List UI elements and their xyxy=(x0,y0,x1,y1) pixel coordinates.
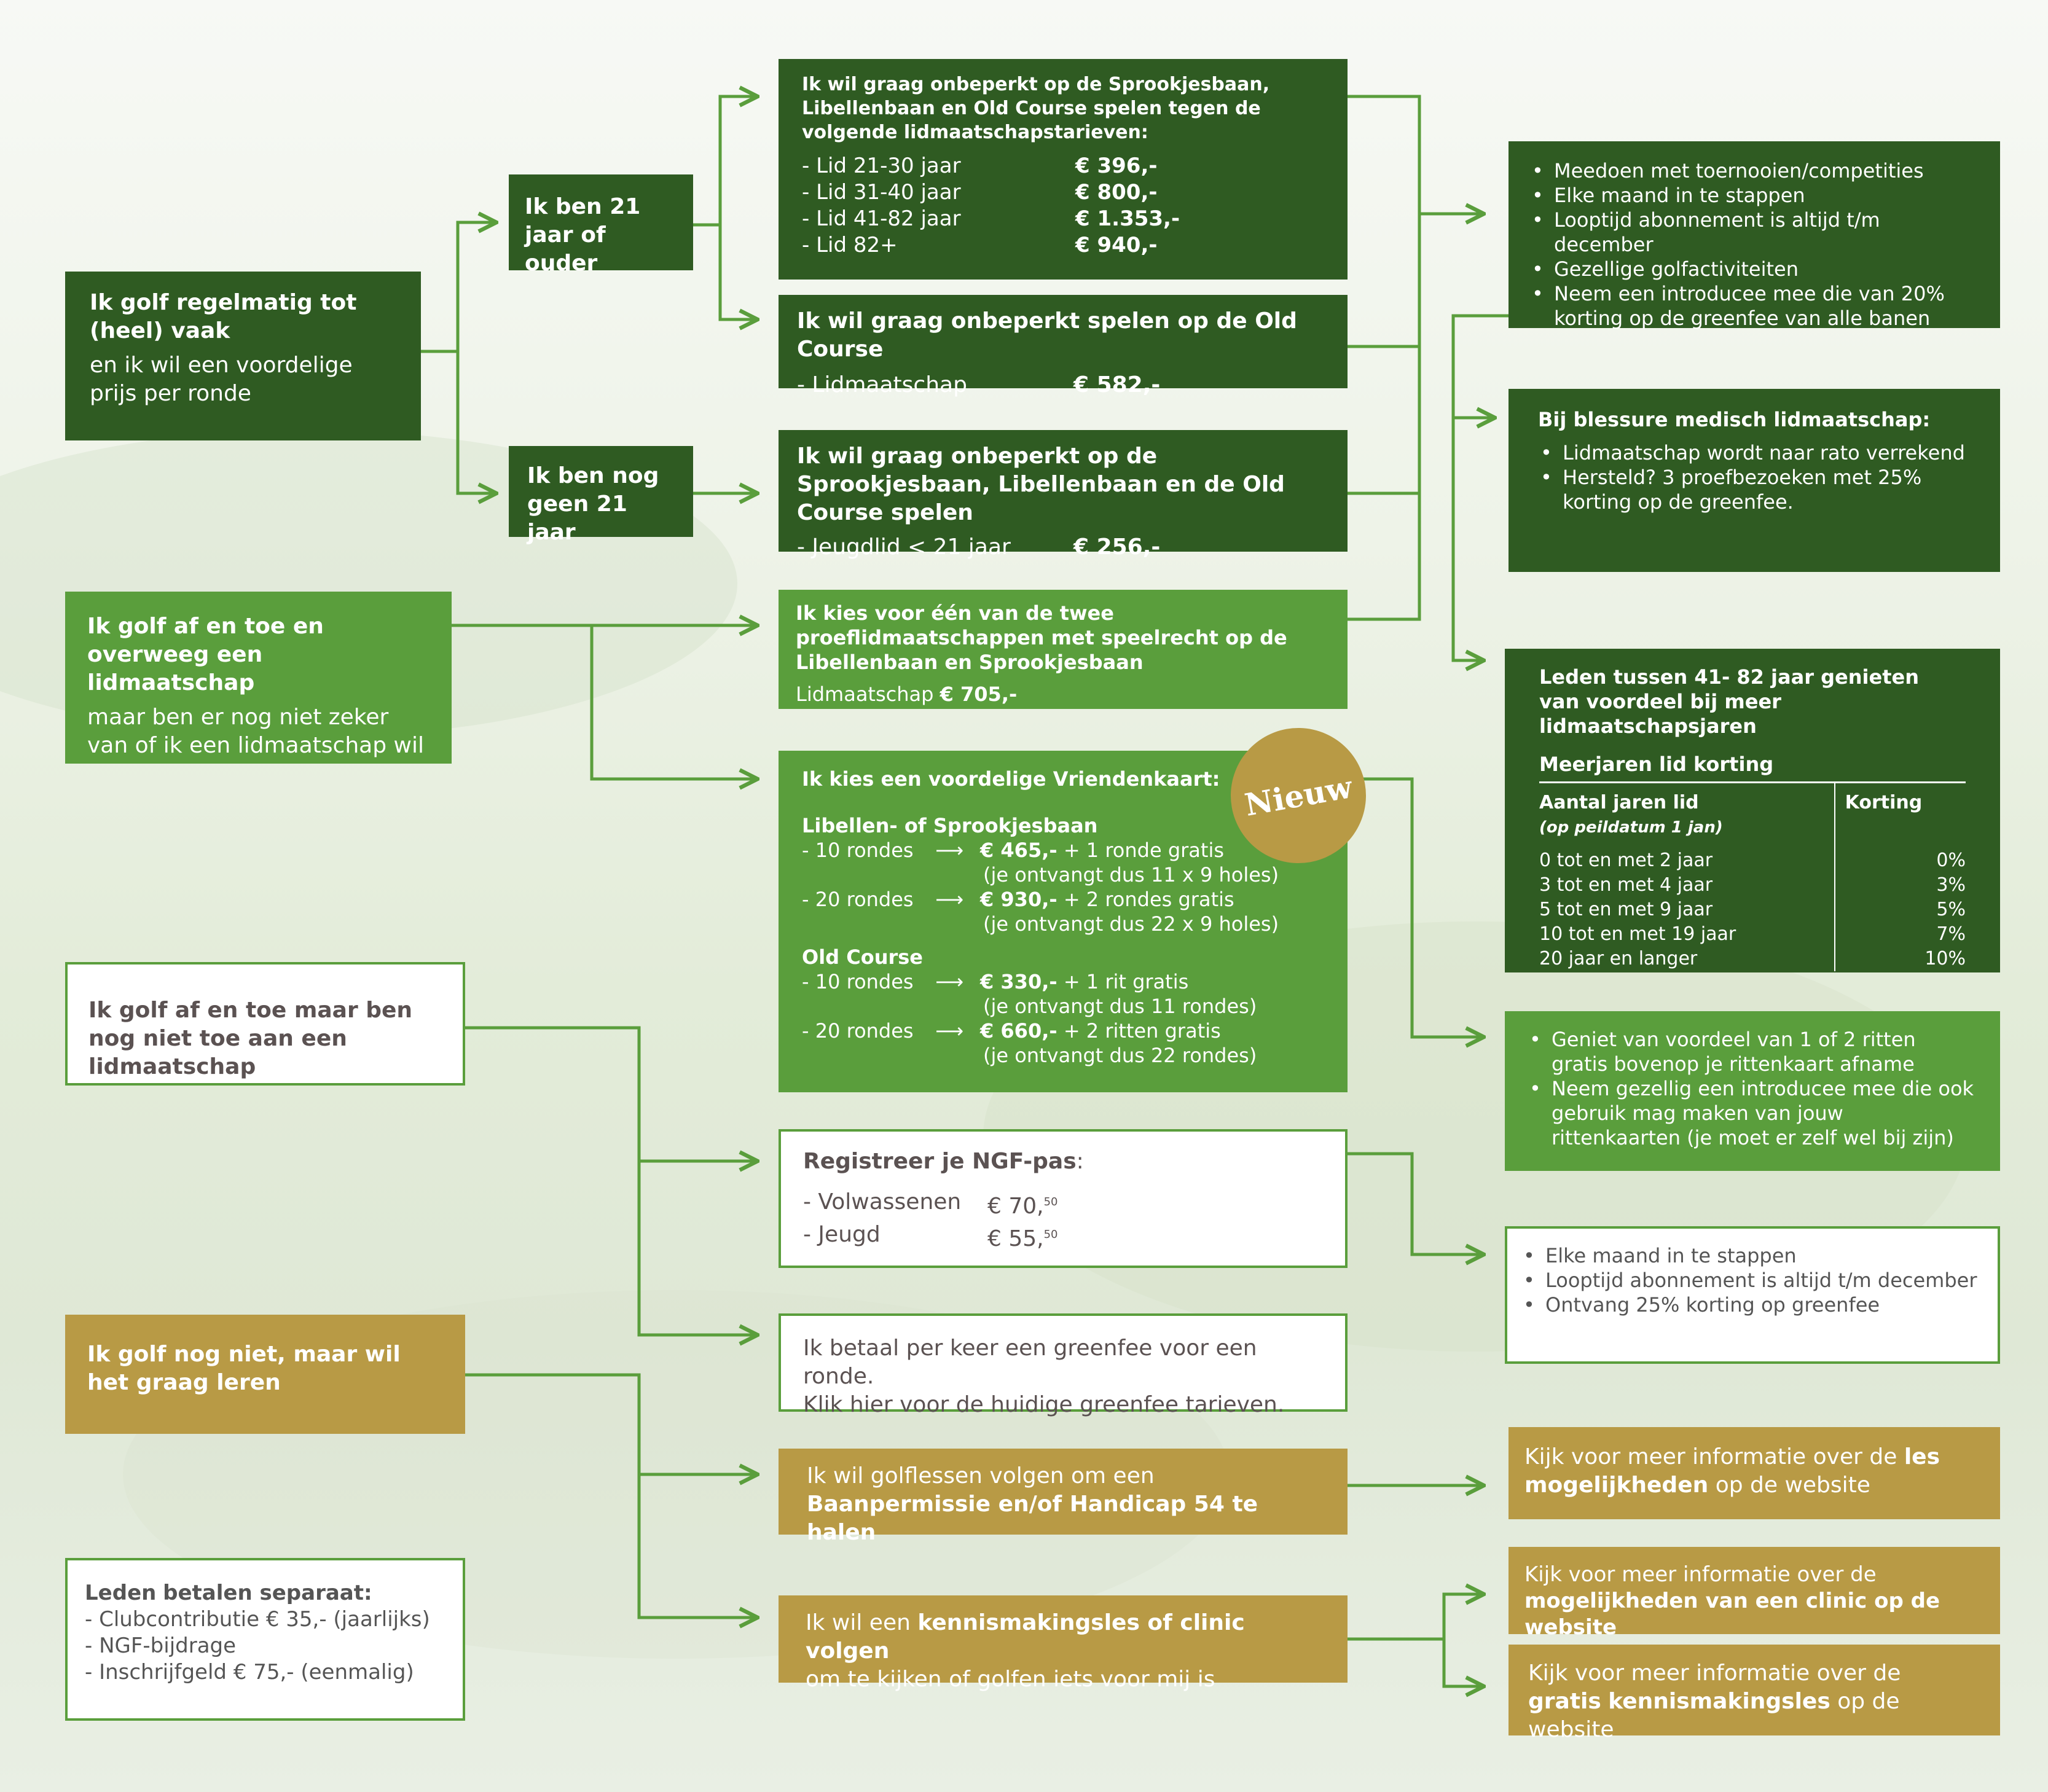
table-row: 20 jaar en langer xyxy=(1539,948,1698,969)
price-row: - Jeugdlid < 21 jaar€ 256,- xyxy=(797,534,1161,560)
ngf-benefit-item: Elke maand in te stappen xyxy=(1523,1243,1984,1268)
separate-costs-box: Leden betalen separaat: - Clubcontributi… xyxy=(65,1558,465,1721)
table-row: 0 tot en met 2 jaar xyxy=(1539,850,1713,871)
injury-box: Bij blessure medisch lidmaatschap: Lidma… xyxy=(1509,389,2000,572)
friends-note: (je ontvangt dus 22 x 9 holes) xyxy=(983,912,1279,936)
arrow-right-icon: ⟶ xyxy=(935,839,963,862)
lessons-line2: Baanpermissie en/of Handicap 54 te halen xyxy=(807,1492,1258,1545)
injury-item: Hersteld? 3 proefbezoeken met 25% kortin… xyxy=(1540,465,1971,514)
ngf-row: - Volwassenen€ 70,50 xyxy=(803,1189,1058,1219)
ngf-colon: : xyxy=(1076,1149,1084,1174)
info-lessons-link[interactable]: Kijk voor meer informatie over de les mo… xyxy=(1509,1427,2000,1519)
benefit-item: Meedoen met toernooien/competities xyxy=(1532,158,1979,183)
regular-golfer-box[interactable]: Ik golf regelmatig tot (heel) vaak en ik… xyxy=(65,272,421,440)
ngf-pass-box[interactable]: Registreer je NGF-pas: - Volwassenen€ 70… xyxy=(779,1129,1348,1268)
clinic-pre: Ik wil een xyxy=(806,1610,911,1635)
age-under-21-box[interactable]: Ik ben nog geen 21 jaar xyxy=(509,446,693,545)
not-ready-box[interactable]: Ik golf af en toe maar ben nog niet toe … xyxy=(65,962,465,1086)
trial-membership-title: Ik kies voor één van de twee proeflidmaa… xyxy=(796,601,1287,674)
full-membership-box[interactable]: Ik wil graag onbeperkt op de Sprookjesba… xyxy=(779,59,1348,280)
benefit-item: Neem een introducee mee die van 20% kort… xyxy=(1532,281,1979,331)
old-course-box[interactable]: Ik wil graag onbeperkt spelen op de Old … xyxy=(779,295,1348,397)
friends-note: (je ontvangt dus 11 x 9 holes) xyxy=(983,863,1279,886)
friends-row: - 10 rondes⟶€ 465,- + 1 ronde gratis xyxy=(802,839,1224,862)
separate-item: - Clubcontributie € 35,- (jaarlijks) xyxy=(85,1607,430,1632)
regular-golfer-title: Ik golf regelmatig tot (heel) vaak xyxy=(90,290,357,343)
separate-item: - Inschrijfgeld € 75,- (eenmalig) xyxy=(85,1660,414,1684)
full-membership-title: Ik wil graag onbeperkt op de Sprookjesba… xyxy=(802,74,1270,143)
benefit-item: Elke maand in te stappen xyxy=(1532,183,1979,208)
price-row: - Lid 21-30 jaar€ 396,- xyxy=(802,154,1158,178)
price-row: - Lid 82+€ 940,- xyxy=(802,233,1158,257)
price-row: - Lid 31-40 jaar€ 800,- xyxy=(802,180,1158,205)
occasional-golfer-title: Ik golf af en toe en overweeg een lidmaa… xyxy=(87,614,324,695)
table-row: 10 tot en met 19 jaar xyxy=(1539,923,1736,945)
injury-item: Lidmaatschap wordt naar rato verrekend xyxy=(1540,440,1971,465)
clinic-line2: om te kijken of golfen iets voor mij is xyxy=(806,1667,1215,1692)
rides-item: Neem gezellig een introducee mee die ook… xyxy=(1529,1076,1978,1150)
member-benefits-box: Meedoen met toernooien/competities Elke … xyxy=(1509,141,2000,331)
friends-row: - 20 rondes⟶€ 660,- + 2 ritten gratis xyxy=(802,1019,1221,1043)
price-row: - Lidmaatschap€ 582,- xyxy=(797,372,1161,397)
friends-note: (je ontvangt dus 22 rondes) xyxy=(983,1044,1257,1067)
ngf-title: Registreer je NGF-pas xyxy=(803,1149,1077,1174)
separate-title-rest: betalen separaat: xyxy=(163,1581,372,1605)
separate-title-bold: Leden xyxy=(85,1581,157,1605)
injury-title: Bij blessure medisch lidmaatschap: xyxy=(1538,408,1931,431)
trial-price: € 705,- xyxy=(940,683,1018,706)
multi-year-discount-box: Leden tussen 41- 82 jaar genieten van vo… xyxy=(1505,649,2000,972)
benefit-item: Gezellige golfactiviteiten xyxy=(1532,257,1979,281)
ngf-benefit-item: Looptijd abonnement is altijd t/m decemb… xyxy=(1523,1268,1984,1293)
arrow-right-icon: ⟶ xyxy=(935,888,963,911)
arrow-right-icon: ⟶ xyxy=(935,970,963,993)
lessons-line1: Ik wil golflessen volgen om een xyxy=(807,1463,1155,1489)
table-row: 3 tot en met 4 jaar xyxy=(1539,874,1713,896)
arrow-right-icon: ⟶ xyxy=(935,1019,963,1043)
info-free-lesson-link[interactable]: Kijk voor meer informatie over de gratis… xyxy=(1509,1645,2000,1742)
clinic-bold: kennismakingsles of clinic volgen xyxy=(806,1610,1245,1664)
greenfee-line: Ik betaal per keer een greenfee voor een… xyxy=(803,1336,1257,1389)
rides-item: Geniet van voordeel van 1 of 2 ritten gr… xyxy=(1529,1027,1978,1076)
friends-section-title: Libellen- of Sprookjesbaan xyxy=(802,814,1098,837)
golf-lessons-box[interactable]: Ik wil golflessen volgen om een Baanperm… xyxy=(779,1449,1348,1545)
separate-item: - NGF-bijdrage xyxy=(85,1634,237,1658)
clinic-box[interactable]: Ik wil een kennismakingsles of clinic vo… xyxy=(779,1595,1348,1692)
occasional-golfer-text: maar ben er nog niet zeker van of ik een… xyxy=(87,705,424,758)
info-clinic-link[interactable]: Kijk voor meer informatie over de mogeli… xyxy=(1509,1547,2000,1640)
youth-membership-box[interactable]: Ik wil graag onbeperkt op de Sprookjesba… xyxy=(779,430,1348,560)
friends-note: (je ontvangt dus 11 rondes) xyxy=(983,995,1257,1018)
friends-card-title: Ik kies een voordelige Vriendenkaart: xyxy=(802,767,1220,791)
youth-membership-title: Ik wil graag onbeperkt op de Sprookjesba… xyxy=(797,444,1285,525)
multi-subtitle: Meerjaren lid korting xyxy=(1539,752,1966,783)
ngf-benefit-item: Ontvang 25% korting op greenfee xyxy=(1523,1293,1984,1317)
friends-row: - 10 rondes⟶€ 330,- + 1 rit gratis xyxy=(802,970,1189,993)
trial-label: Lidmaatschap xyxy=(796,683,934,706)
friends-row: - 20 rondes⟶€ 930,- + 2 rondes gratis xyxy=(802,888,1234,911)
regular-golfer-text: en ik wil een voordelige prijs per ronde xyxy=(90,353,353,406)
greenfee-link[interactable]: Klik hier voor de huidige greenfee tarie… xyxy=(803,1392,1285,1417)
price-row: - Lid 41-82 jaar€ 1.353,- xyxy=(802,206,1180,231)
benefits-list: Meedoen met toernooien/competities Elke … xyxy=(1529,158,1979,331)
table-row: 5 tot en met 9 jaar xyxy=(1539,899,1713,920)
benefit-item: Looptijd abonnement is altijd t/m decemb… xyxy=(1532,208,1979,257)
trial-membership-box[interactable]: Ik kies voor één van de twee proeflidmaa… xyxy=(779,590,1348,709)
ngf-benefits-box: Elke maand in te stappen Looptijd abonne… xyxy=(1505,1226,2000,1364)
rides-benefits-box: Geniet van voordeel van 1 of 2 ritten gr… xyxy=(1505,1011,2000,1171)
occasional-golfer-box[interactable]: Ik golf af en toe en overweeg een lidmaa… xyxy=(65,592,452,764)
discount-table: Aantal jaren lid(op peildatum 1 jan) Kor… xyxy=(1539,783,1966,971)
learn-golf-box[interactable]: Ik golf nog niet, maar wil het graag ler… xyxy=(65,1315,465,1434)
friends-section-title: Old Course xyxy=(802,945,923,969)
ngf-row: - Jeugd€ 55,50 xyxy=(803,1222,1058,1251)
multi-title: Leden tussen 41- 82 jaar genieten van vo… xyxy=(1539,665,1919,738)
age-21-plus-box[interactable]: Ik ben 21 jaar of ouder xyxy=(509,174,693,276)
old-course-title: Ik wil graag onbeperkt spelen op de Old … xyxy=(797,308,1297,362)
greenfee-box[interactable]: Ik betaal per keer een greenfee voor een… xyxy=(779,1313,1348,1417)
